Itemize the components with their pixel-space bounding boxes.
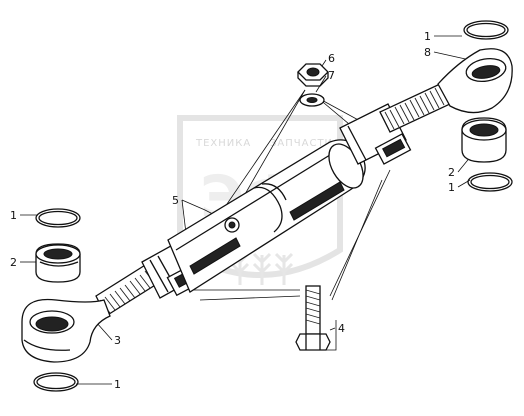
top-right-circlip: [463, 20, 509, 40]
left-eye-end: [21, 298, 111, 363]
callout-2-right: 2: [448, 166, 455, 179]
callout-7: 7: [328, 69, 335, 82]
bottom-circlip: [33, 372, 79, 392]
right-circlip: [467, 172, 513, 192]
callout-1-right: 1: [448, 181, 455, 194]
callout-5: 5: [172, 194, 179, 207]
callout-1-left: 1: [10, 209, 17, 222]
left-bushing: [35, 243, 81, 283]
callout-1-top-right: 1: [424, 30, 431, 43]
watermark-text-left: ТЕХНИКА: [195, 138, 251, 149]
callout-3: 3: [114, 334, 121, 347]
left-circlip: [35, 208, 81, 228]
watermark-text-right: ЗАПЧАСТИ: [270, 138, 333, 149]
nut: [297, 63, 329, 87]
callout-8: 8: [424, 46, 431, 59]
callout-2-left: 2: [10, 256, 17, 269]
right-bushing: [461, 117, 507, 163]
callouts: 1 8 6 7 2 1 5 1 2 3 4 1: [10, 30, 455, 391]
callout-1-bottom: 1: [114, 378, 121, 391]
clamp-bolt: [295, 285, 331, 351]
washer: [299, 93, 325, 107]
callout-4: 4: [338, 322, 345, 335]
right-threaded-rod: [379, 83, 451, 133]
right-eye-end: [437, 48, 513, 114]
callout-6: 6: [328, 52, 335, 65]
